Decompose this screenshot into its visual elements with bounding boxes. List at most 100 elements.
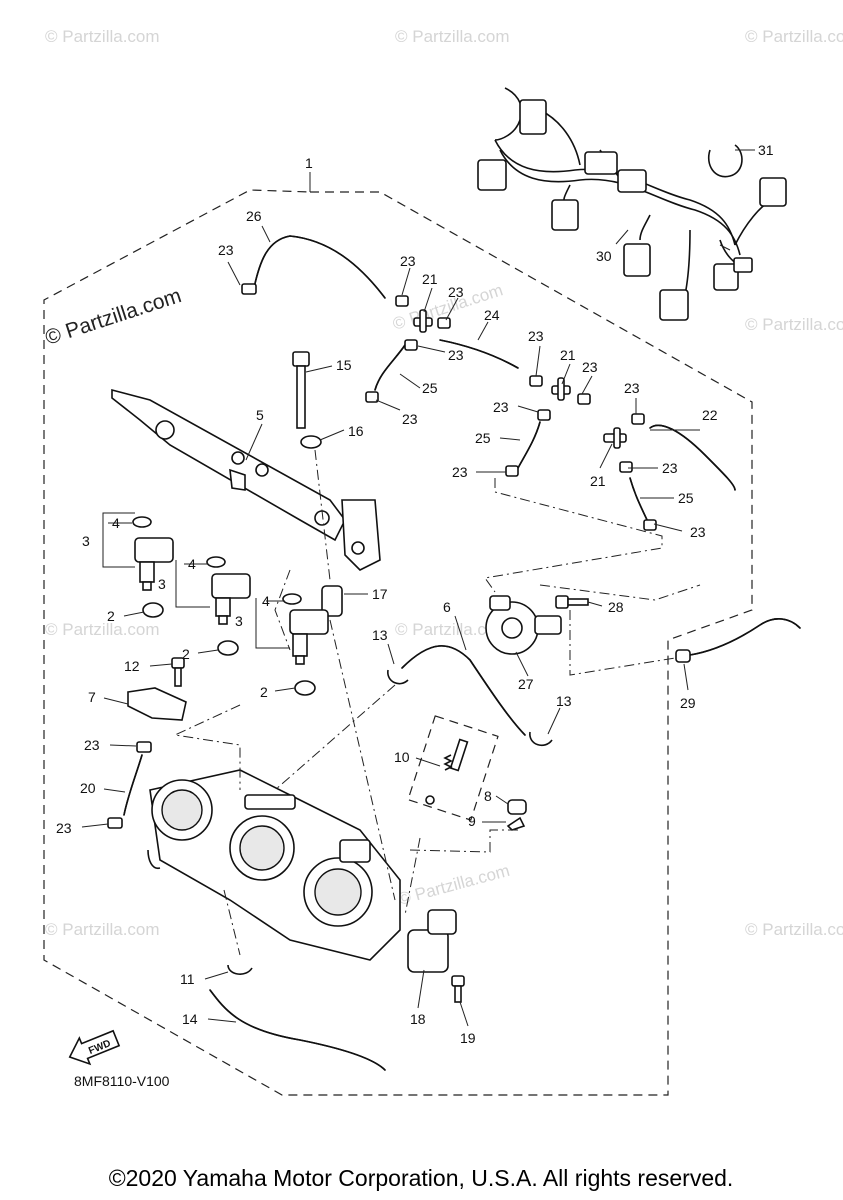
callout-23: 23 [624,380,640,396]
callout-labels: 1 2 2 2 3 3 3 4 4 4 5 6 7 8 9 10 11 12 1… [56,142,774,1046]
vacuum-hose-22 [649,424,736,491]
hose-cap [107,817,123,829]
seal [142,602,164,618]
callout-25: 25 [475,430,491,446]
callout-10: 10 [394,749,410,765]
leader-lines [81,225,731,1027]
hose-cap [136,741,152,753]
callout-24: 24 [484,307,500,323]
callout-23: 23 [452,464,468,480]
cap [507,799,527,815]
callout-8: 8 [484,788,492,804]
o-ring [206,556,226,568]
routing-line [484,478,663,593]
wire-harness [477,87,787,321]
callout-15: 15 [336,357,352,373]
callout-17: 17 [372,586,388,602]
routing-line [314,449,331,581]
vacuum-hose-26 [253,235,386,299]
return-hose [689,618,801,656]
callout-13: 13 [372,627,388,643]
vacuum-hose-26-inner [253,235,386,299]
watermark: © Partzilla.com [45,920,160,939]
vacuum-hose-24-inner [439,339,519,369]
callout-23: 23 [56,820,72,836]
watermark: © Partzilla.com [745,920,843,939]
assembly-boundary [43,189,753,1096]
fuel-hose [401,645,526,736]
injector [134,537,174,591]
callout-4: 4 [262,593,270,609]
callout-23: 23 [448,284,464,300]
callout-2: 2 [260,684,268,700]
routing-line [274,569,291,651]
routing-line [539,584,701,601]
seal [217,640,239,656]
callout-23: 23 [662,460,678,476]
adjust-screw [449,738,469,772]
routing-line [329,619,396,901]
callout-7: 7 [88,689,96,705]
callout-1: 1 [305,155,313,171]
callout-22: 22 [702,407,718,423]
throttle-position-sensor [407,909,457,973]
vacuum-hose-25-inner [374,344,406,391]
callout-23: 23 [582,359,598,375]
callout-30: 30 [596,248,612,264]
o-ring [132,516,152,528]
routing-line [569,610,676,676]
callout-25: 25 [422,380,438,396]
callout-11: 11 [180,971,195,987]
callout-29: 29 [680,695,696,711]
fuel-hose-inner [401,645,526,736]
callout-23: 23 [690,524,706,540]
callout-5: 5 [256,407,264,423]
hose-cap [675,649,691,663]
sensor-screw [171,657,185,687]
callout-20: 20 [80,780,96,796]
callout-19: 19 [460,1030,476,1046]
return-hose-inner [689,618,801,656]
harness-clamp [708,144,743,178]
screw-set-box [407,715,499,821]
callout-3: 3 [235,613,243,629]
hose-joint [603,427,627,449]
callout-16: 16 [348,423,364,439]
vacuum-hose-25-inner [517,421,541,469]
callout-13: 13 [556,693,572,709]
collar [321,585,343,617]
small-washer [425,795,435,805]
watermark: © Partzilla.com [395,27,510,46]
hose-joint [413,309,433,333]
watermark: © Partzilla.com [45,620,160,639]
callout-23: 23 [402,411,418,427]
callout-27: 27 [518,676,534,692]
vacuum-hose-22-inner [649,424,736,491]
hose-cap-group [241,283,657,531]
callout-6: 6 [443,599,451,615]
callout-3: 3 [82,533,90,549]
watermark: © Partzilla.com [395,620,510,639]
o-ring [282,593,302,605]
callout-23: 23 [493,399,509,415]
breather-hose-inner [209,989,386,1071]
watermark: © Partzilla.com [45,27,160,46]
vacuum-hose-25-inner [629,477,649,523]
watermark: © Partzilla.com [745,27,843,46]
watermark-main: © Partzilla.com [42,284,184,350]
callout-2: 2 [107,608,115,624]
callout-14: 14 [182,1011,198,1027]
callout-9: 9 [468,813,476,829]
clip [506,816,526,831]
sensor-screw [451,975,465,1003]
seal [294,680,316,696]
callout-21: 21 [422,271,438,287]
callout-23: 23 [218,242,234,258]
callout-21: 21 [560,347,576,363]
callout-4: 4 [112,515,120,531]
callout-23: 23 [448,347,464,363]
injector [211,573,251,625]
sensor [127,687,187,721]
callout-23: 23 [400,253,416,269]
